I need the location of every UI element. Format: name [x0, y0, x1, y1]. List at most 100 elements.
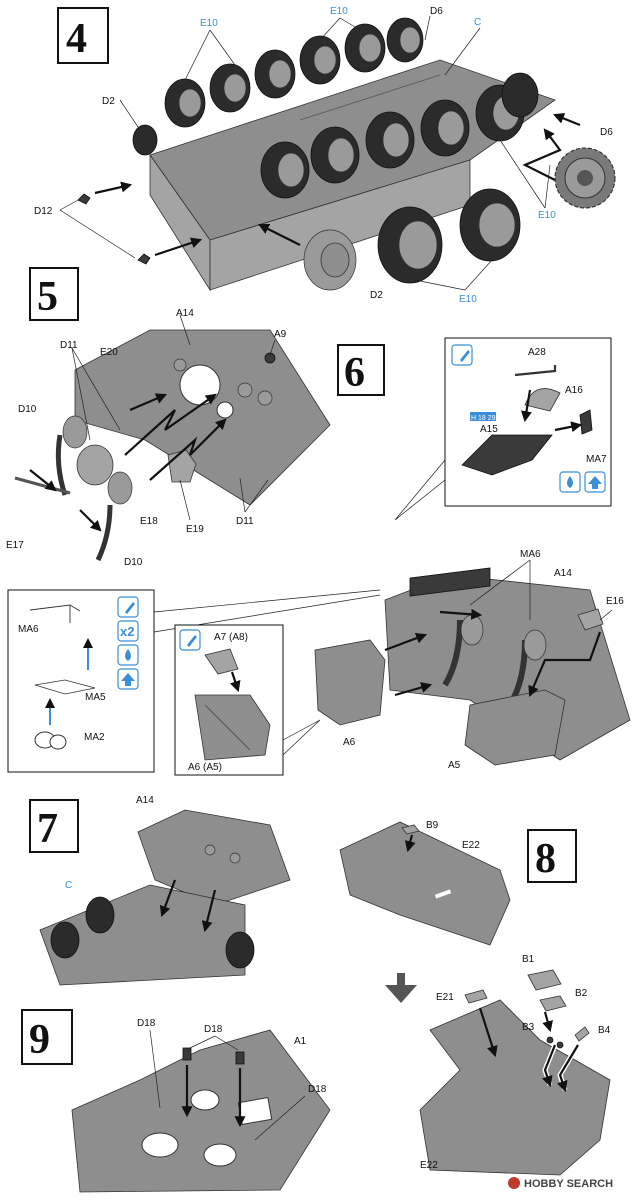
label-e10-top-mid: E10 [330, 6, 348, 17]
label-ma2: MA2 [84, 732, 105, 743]
part-a6-inset [194, 694, 271, 761]
part-d18-b [235, 1051, 245, 1065]
label-a16: A16 [565, 385, 583, 396]
part-a6-main [314, 639, 386, 726]
cement-icon-3 [179, 629, 201, 651]
part-e18 [76, 444, 114, 486]
road-wheels-back [164, 17, 424, 128]
label-a15: A15 [480, 424, 498, 435]
label-d2-left: D2 [102, 96, 115, 107]
cement-icon-2 [117, 596, 139, 618]
part-b1 [527, 969, 562, 991]
label-d10-bottom: D10 [124, 557, 143, 568]
label-d10-top: D10 [18, 404, 37, 415]
label-a9: A9 [274, 329, 287, 340]
hull-plate-a14-step7 [137, 809, 291, 906]
label-e10-right: E10 [538, 210, 556, 221]
step-9: 9 D18 D18 A1 D18 [21, 1009, 331, 1193]
step-6: 6 H 18 29 A28 A16 A15 MA7 [337, 337, 612, 521]
step-7-number: 7 [37, 806, 58, 852]
label-e18: E18 [140, 516, 158, 527]
label-a14-step7: A14 [136, 795, 154, 806]
step-8: 8 B9 E22 B1 B2 E21 B3 B4 E22 [339, 820, 611, 1176]
label-e17: E17 [6, 540, 24, 551]
part-a5-main [464, 689, 566, 766]
inset-a6-parts: A7 (A8) A6 (A5) [174, 624, 321, 776]
label-e22-top: E22 [462, 840, 480, 851]
step-8-box [527, 829, 577, 883]
step-6-number: 6 [344, 350, 365, 396]
label-b4: B4 [598, 1025, 611, 1036]
label-ma7: MA7 [586, 454, 607, 465]
part-ma5 [34, 679, 96, 695]
step-8-number: 8 [535, 836, 556, 882]
bracket-ma6-main [409, 567, 491, 597]
label-e21: E21 [436, 992, 454, 1003]
watermark-text: HOBBY SEARCH [524, 1178, 613, 1190]
label-ma6-inset: MA6 [18, 624, 39, 635]
label-a7: A7 (A8) [214, 632, 248, 643]
part-e17 [14, 476, 71, 495]
label-a6-inset: A6 (A5) [188, 762, 222, 773]
step-4: 4 [34, 6, 616, 305]
step-9-box [21, 1009, 73, 1065]
step-9-number: 9 [29, 1017, 50, 1063]
label-d18-right: D18 [308, 1084, 327, 1095]
part-b4 [574, 1026, 590, 1042]
inset-ma-parts: x2 MA6 MA5 MA2 [7, 589, 381, 773]
part-b9 [401, 824, 420, 835]
label-b1: B1 [522, 954, 535, 965]
part-a7 [204, 648, 239, 675]
label-d6-top: D6 [430, 6, 443, 17]
label-a6-main: A6 [343, 737, 356, 748]
label-d2-bottom: D2 [370, 290, 383, 301]
step-7-box [29, 799, 79, 853]
step-4-box [57, 7, 109, 64]
part-d12-a [77, 193, 91, 205]
label-d11-top: D11 [60, 340, 78, 351]
label-e19: E19 [186, 524, 204, 535]
part-a28 [514, 365, 557, 377]
part-d10-top [62, 415, 88, 449]
label-a28: A28 [528, 347, 546, 358]
label-c-step7: C [65, 880, 72, 891]
sprocket-d6 [554, 147, 616, 209]
part-e21 [464, 989, 488, 1004]
label-a1: A1 [294, 1036, 307, 1047]
part-a15 [461, 434, 553, 476]
label-c: C [474, 17, 481, 28]
step-5-box [29, 267, 79, 321]
label-d6-right: D6 [600, 127, 613, 138]
part-d10-bottom [107, 471, 133, 505]
idler-d2-left [132, 124, 158, 156]
cement-icon [451, 344, 473, 366]
label-b3: B3 [522, 1022, 535, 1033]
label-b2: B2 [575, 988, 588, 999]
step-5: 5 A14 A9 D11 E20 [6, 267, 331, 568]
hull-rear-a1 [71, 1029, 331, 1193]
label-a5-main: A5 [448, 760, 461, 771]
quantity-text: x2 [120, 624, 134, 639]
label-e20: E20 [100, 347, 118, 358]
step-7: 7 A14 C [29, 795, 291, 986]
label-e10-bottom: E10 [459, 294, 477, 305]
step-6-assembly: MA6 A14 E16 A6 A5 [314, 549, 631, 771]
label-ma5: MA5 [85, 692, 106, 703]
loose-road-wheels [377, 188, 521, 284]
watermark: HOBBY SEARCH [508, 1177, 613, 1190]
label-d12: D12 [34, 206, 53, 217]
part-d12-b [137, 253, 151, 265]
label-d11-bottom: D11 [236, 516, 254, 527]
part-ma6 [29, 604, 81, 623]
label-ma6-main: MA6 [520, 549, 541, 560]
paint-code: H 18 29 [471, 415, 496, 422]
quantity-badge [117, 620, 139, 642]
label-a14-main: A14 [554, 568, 572, 579]
label-e22-bottom: E22 [420, 1160, 438, 1171]
hull-top-e22 [339, 821, 511, 946]
watermark-logo-icon [508, 1177, 520, 1189]
step-4-number: 4 [66, 16, 87, 62]
part-d18-a [182, 1047, 192, 1061]
